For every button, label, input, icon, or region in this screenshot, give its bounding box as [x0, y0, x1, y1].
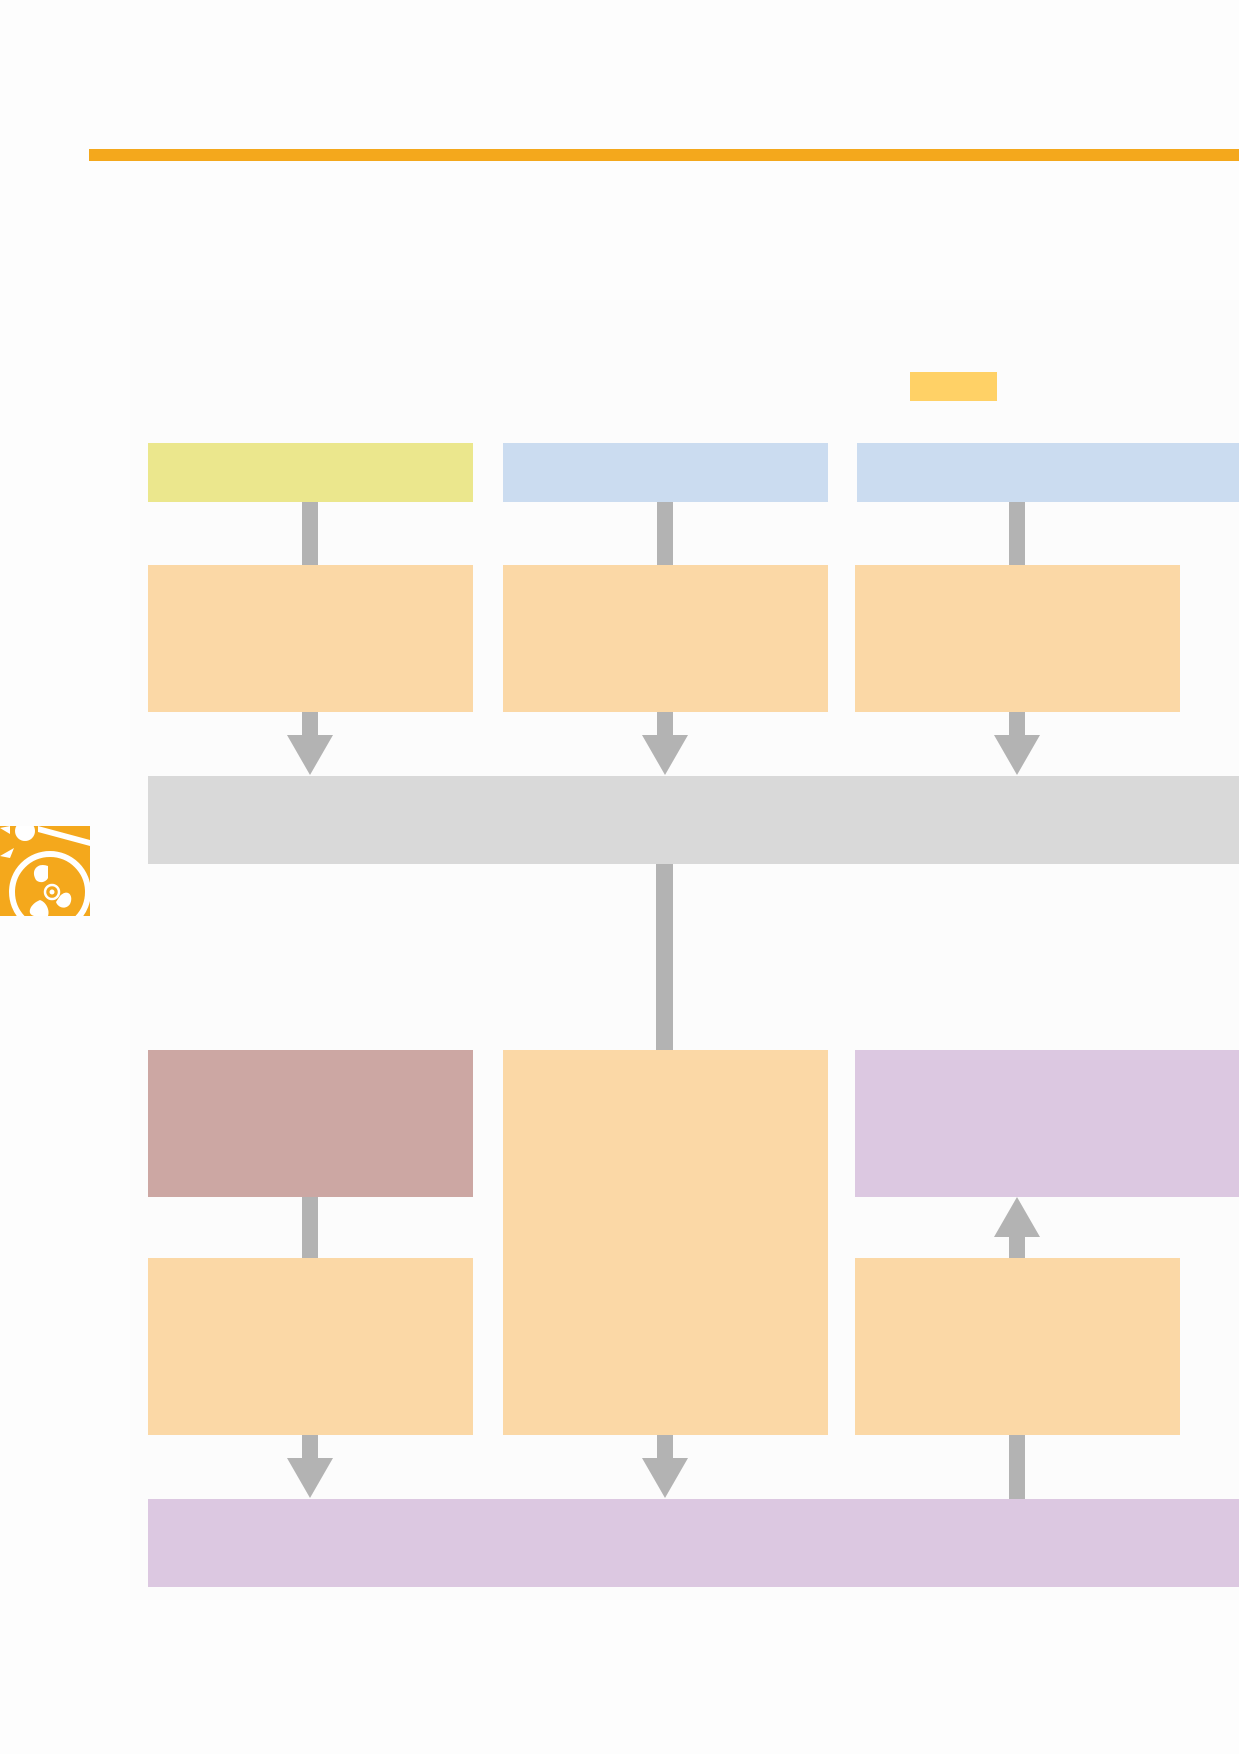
- arrow-down-1-head: [287, 735, 333, 775]
- fan-turbine-logo-icon: [0, 821, 91, 933]
- connector-source-1: [302, 502, 318, 565]
- arrow-down-3-head: [994, 735, 1040, 775]
- connector-hub-center: [656, 864, 673, 1050]
- hub-box: [148, 776, 1239, 864]
- arrow-bottom-2-stem: [657, 1435, 673, 1458]
- connector-source-3: [1009, 502, 1025, 565]
- source-box-1: [148, 443, 473, 502]
- arrow-up-stem: [1009, 1237, 1025, 1258]
- arrow-bottom-1-stem: [302, 1435, 318, 1458]
- arrow-down-1-stem: [302, 712, 318, 735]
- lower-box-3: [855, 1050, 1239, 1197]
- lower-process-box-2: [855, 1258, 1180, 1435]
- upper-process-box-1: [148, 565, 473, 712]
- lower-process-box-1: [148, 1258, 473, 1435]
- upper-process-box-2: [503, 565, 828, 712]
- fan-turbine-logo-svg: [0, 821, 91, 933]
- source-box-3: [857, 443, 1239, 502]
- source-box-2: [503, 443, 828, 502]
- arrow-down-2-stem: [657, 712, 673, 735]
- lower-box-2: [503, 1050, 828, 1435]
- legend-swatch: [910, 372, 997, 401]
- bottom-box: [148, 1499, 1239, 1587]
- connector-lower-1: [302, 1197, 318, 1258]
- lower-box-1: [148, 1050, 473, 1197]
- arrow-down-3-stem: [1009, 712, 1025, 735]
- arrow-up-head: [994, 1197, 1040, 1237]
- arrow-down-2-head: [642, 735, 688, 775]
- header-accent-rule: [89, 149, 1239, 161]
- connector-source-2: [657, 502, 673, 565]
- connector-bottom-3: [1009, 1435, 1025, 1499]
- arrow-bottom-2-head: [642, 1458, 688, 1498]
- arrow-bottom-1-head: [287, 1458, 333, 1498]
- upper-process-box-3: [855, 565, 1180, 712]
